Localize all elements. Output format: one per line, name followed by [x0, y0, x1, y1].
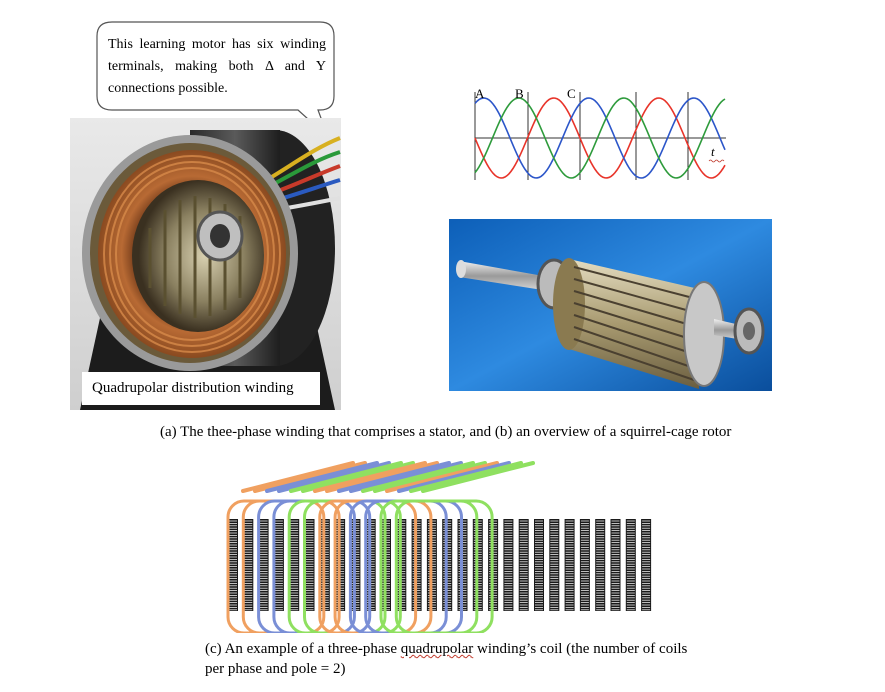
three-phase-waveform: A B C t: [474, 86, 726, 180]
end-turn-wire: [421, 461, 535, 493]
end-turn-wire: [265, 461, 379, 493]
rotor-photo: [449, 219, 772, 391]
end-turn-wire: [349, 461, 463, 493]
coils: [226, 499, 494, 633]
bubble-text: This learning motor has six winding term…: [108, 37, 326, 96]
slot: [243, 519, 254, 611]
stator-photo: [70, 118, 341, 410]
end-turn-wire: [277, 461, 391, 493]
end-turn-wire: [241, 461, 355, 493]
coil: [394, 499, 494, 633]
wave-phase-c: [474, 97, 726, 179]
caption-c-word: quadrupolar: [400, 641, 474, 657]
slot: [289, 519, 300, 611]
slot: [518, 519, 529, 611]
phase-label-c: C: [567, 86, 576, 101]
end-turn-wire: [361, 461, 475, 493]
time-label: t: [711, 144, 715, 159]
slot: [273, 519, 284, 611]
caption-c-line2: per phase and pole = 2): [205, 661, 346, 677]
end-turn-wire: [337, 461, 451, 493]
caption-ab: (a) The thee-phase winding that comprise…: [160, 424, 732, 440]
stator-label: Quadrupolar distribution winding: [82, 372, 320, 405]
end-turn-wires: [241, 461, 535, 493]
caption-c: (c) An example of a three-phase quadrupo…: [205, 639, 725, 679]
slot: [625, 519, 636, 611]
slot: [579, 519, 590, 611]
end-turn-wire: [397, 461, 511, 493]
slot: [549, 519, 560, 611]
caption-c-line1-post: winding’s coil (the number of coils: [473, 641, 688, 657]
end-turn-wire: [325, 461, 439, 493]
slot: [258, 519, 269, 611]
end-turn-wire: [373, 461, 487, 493]
slot: [304, 519, 315, 611]
slot: [641, 519, 652, 611]
slot: [564, 519, 575, 611]
caption-c-line1-pre: (c) An example of a three-phase: [205, 641, 401, 657]
wave-phase-b: [474, 97, 726, 179]
slot: [595, 519, 606, 611]
end-turn-wire: [301, 461, 415, 493]
end-turn-wire: [385, 461, 499, 493]
slot: [228, 519, 238, 611]
slot: [610, 519, 621, 611]
slot: [503, 519, 514, 611]
end-turn-wire: [289, 461, 403, 493]
phase-label-b: B: [515, 86, 524, 101]
end-turn-wire: [409, 461, 523, 493]
slot: [534, 519, 544, 611]
phase-label-a: A: [475, 86, 485, 101]
end-turn-wire: [253, 461, 367, 493]
coil-winding-diagram: [226, 461, 652, 633]
stator-slots: [228, 519, 652, 611]
end-turn-wire: [313, 461, 427, 493]
wave-phase-a: [474, 97, 726, 179]
